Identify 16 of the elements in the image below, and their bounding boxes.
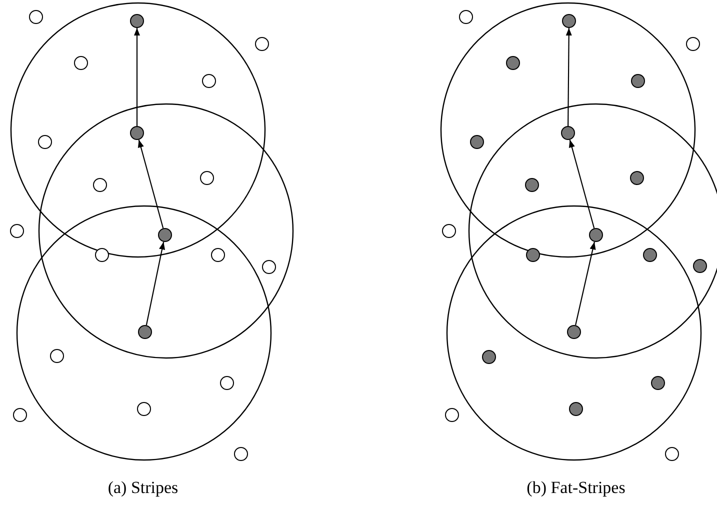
subfigure-caption: (b) Fat-Stripes: [526, 478, 626, 498]
point-marker: [130, 126, 144, 140]
point-marker: [589, 228, 603, 242]
arrow: [568, 140, 595, 228]
point-marker: [130, 14, 144, 28]
point-marker: [567, 325, 581, 339]
subfigure-caption: (a) Stripes: [106, 478, 180, 498]
arrow: [566, 28, 572, 126]
point-marker: [158, 228, 172, 242]
point-marker: [138, 325, 152, 339]
arrow: [575, 242, 596, 326]
point-marker: [562, 14, 576, 28]
arrow: [134, 28, 140, 126]
arrow: [146, 242, 166, 326]
arrow: [138, 140, 164, 228]
point-marker: [561, 126, 575, 140]
